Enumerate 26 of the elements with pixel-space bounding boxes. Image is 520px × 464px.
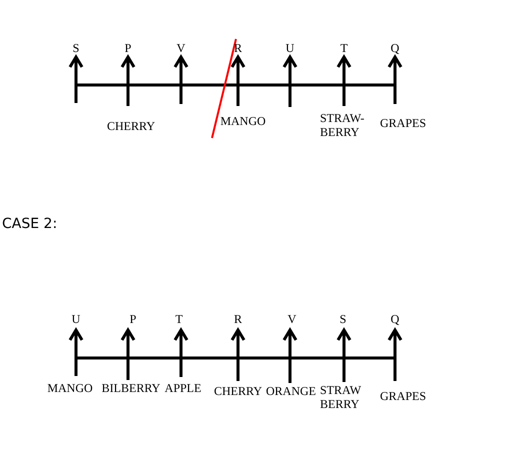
- point-letter: V: [288, 312, 296, 326]
- fruit-label: GRAPES: [380, 389, 426, 403]
- point-letter: V: [176, 41, 186, 55]
- point-letter: S: [72, 41, 80, 55]
- point-letter: S: [340, 312, 346, 326]
- fruit-label: STRAW- BERRY: [320, 111, 364, 139]
- point-letter: U: [286, 41, 294, 55]
- point-letter: R: [234, 312, 242, 326]
- fruit-label: BILBERRY: [102, 381, 160, 395]
- point-letter: Q: [390, 41, 400, 55]
- point-letter: P: [124, 41, 132, 55]
- fruit-label: MANGO: [47, 381, 93, 395]
- fruit-label: CHERRY: [107, 119, 155, 133]
- fruit-label: STRAW BERRY: [320, 383, 362, 411]
- case-heading: CASE 2:: [2, 217, 58, 231]
- fruit-label: MANGO: [220, 114, 266, 128]
- point-letter: T: [175, 312, 183, 326]
- point-letter: Q: [390, 312, 400, 326]
- point-letter: U: [72, 312, 80, 326]
- fruit-label: GRAPES: [380, 116, 426, 130]
- point-letter: T: [340, 41, 348, 55]
- fruit-label: CHERRY: [214, 384, 262, 398]
- fruit-label: APPLE: [164, 381, 202, 395]
- point-letter: P: [130, 312, 136, 326]
- point-letter: R: [234, 41, 242, 55]
- fruit-label: ORANGE: [266, 384, 316, 398]
